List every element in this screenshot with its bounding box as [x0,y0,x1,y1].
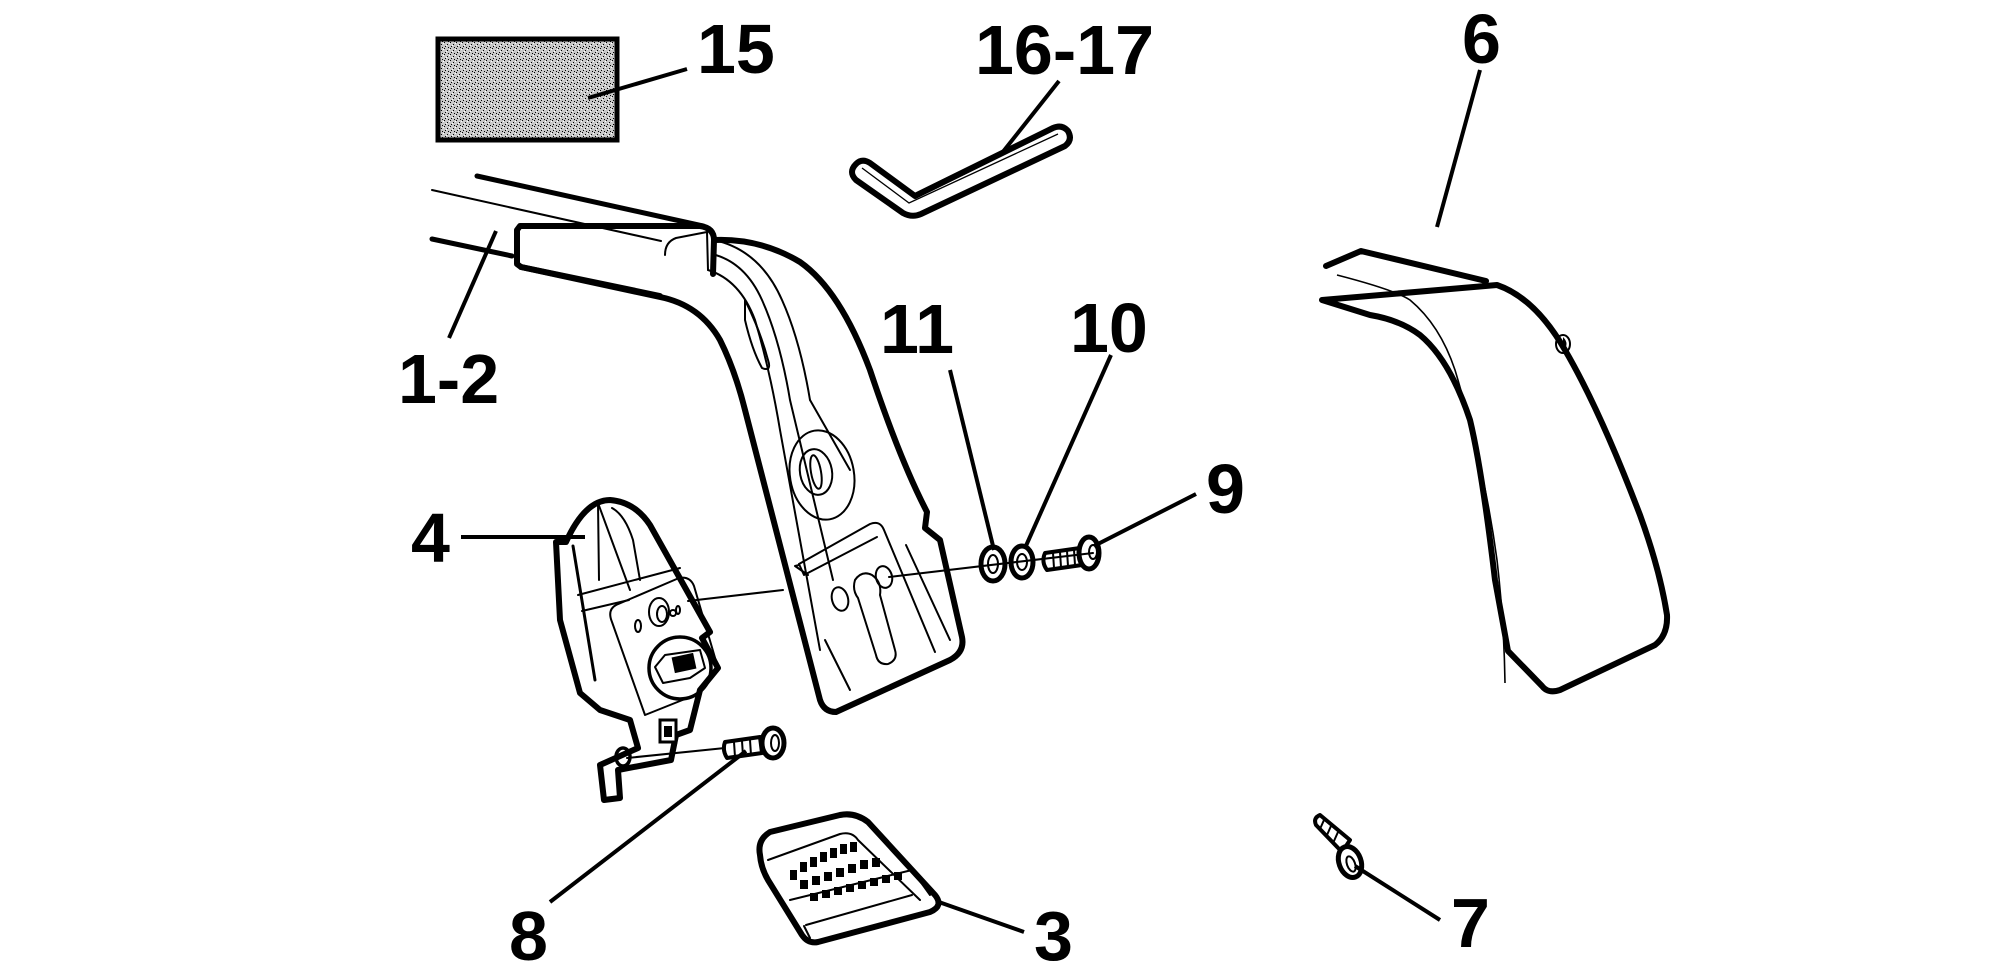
leader-9 [1093,492,1197,548]
part-4-clamp-bracket [553,497,721,803]
leader-15 [587,67,688,100]
callout-3: 3 [1034,897,1073,975]
callout-15: 15 [697,10,775,88]
part-16-17-hex-key [849,123,1073,219]
leader-8 [548,749,748,904]
callout-1-2: 1-2 [398,340,499,418]
callout-10: 10 [1070,289,1148,367]
callout-11: 11 [880,290,954,368]
part-7-screw [1313,813,1365,880]
callout-6: 6 [1462,0,1501,78]
pad-grid [790,842,902,901]
assembly-line-8 [626,747,726,759]
leader-10 [1023,354,1113,549]
leader-7 [1353,864,1442,922]
assembly-line-9 [888,552,1094,578]
part-8-screw [721,725,787,761]
callout-4: 4 [411,499,450,577]
callout-7: 7 [1451,884,1490,962]
part-9-screw [1041,534,1102,572]
callout-9: 9 [1206,450,1245,528]
assembly-line-4-to-body [687,589,784,602]
part-1-2-foot-body [429,173,966,715]
part-6-foot-cover [1319,248,1671,695]
leader-3 [935,899,1025,934]
leader-1-2 [447,230,498,339]
leader-6 [1435,69,1482,228]
part-3-foot-pad [756,811,942,946]
leader-16-17 [1000,79,1061,155]
callout-16-17: 16-17 [975,11,1154,89]
leader-11 [948,369,996,551]
part-15-sticker [435,36,620,143]
callout-8: 8 [509,897,548,975]
